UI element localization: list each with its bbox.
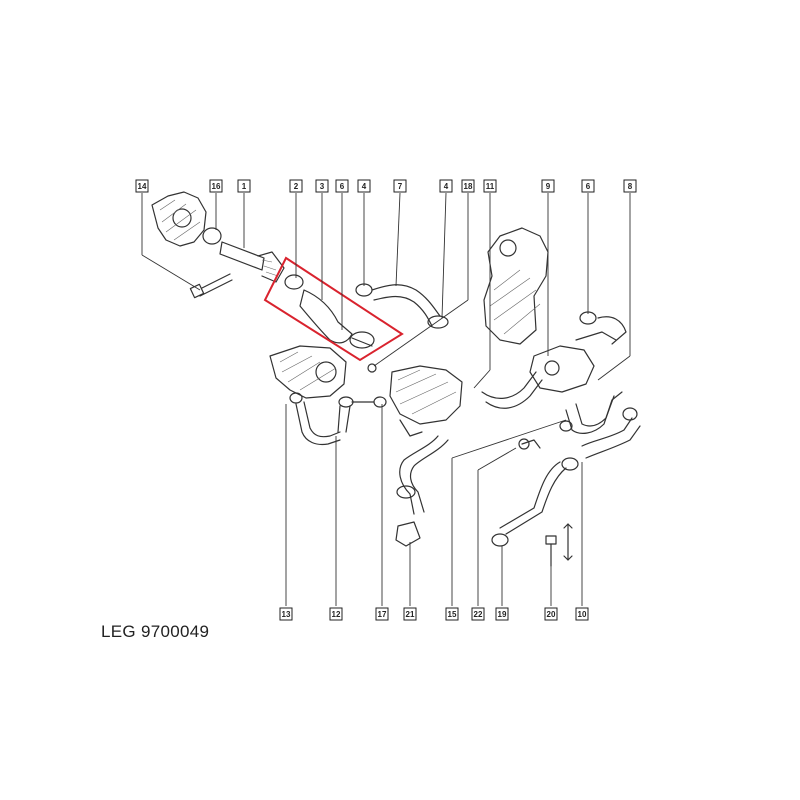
callout-18: 18 <box>461 179 475 193</box>
callout-6: 6 <box>335 179 349 193</box>
metal-pipe <box>219 241 285 283</box>
callout-1: 1 <box>237 179 251 193</box>
callout-7: 7 <box>393 179 407 193</box>
callout-number: 10 <box>578 610 587 619</box>
hose-10 <box>559 391 641 459</box>
hose-21 <box>395 435 449 547</box>
callout-number: 17 <box>378 610 387 619</box>
callout-11: 11 <box>483 179 497 193</box>
right-thermostat-housing <box>529 311 627 393</box>
callout-2: 2 <box>289 179 303 193</box>
callout-number: 6 <box>340 182 345 191</box>
callout-number: 7 <box>398 182 403 191</box>
callout-19: 19 <box>495 607 509 621</box>
callout-16: 16 <box>209 179 223 193</box>
bolt-20 <box>545 523 573 567</box>
callout-number: 18 <box>464 182 473 191</box>
thermostat-housing <box>269 345 377 399</box>
callout-20: 20 <box>544 607 558 621</box>
leader-lines <box>141 192 631 606</box>
callout-10: 10 <box>575 607 589 621</box>
callout-8: 8 <box>623 179 637 193</box>
hose-7 <box>355 283 449 329</box>
highlight-frame <box>263 256 404 362</box>
hose-with-clamps <box>284 274 375 349</box>
callout-number: 20 <box>547 610 556 619</box>
callout-12: 12 <box>329 607 343 621</box>
callout-4: 4 <box>357 179 371 193</box>
bolt <box>189 273 233 299</box>
hose-11 <box>481 371 543 409</box>
callout-6: 6 <box>581 179 595 193</box>
bypass-pipe <box>491 438 579 547</box>
callout-number: 19 <box>498 610 507 619</box>
callout-21: 21 <box>403 607 417 621</box>
reference-number: LEG 9700049 <box>101 622 210 641</box>
callout-22: 22 <box>471 607 485 621</box>
callout-number: 2 <box>294 182 299 191</box>
hose-13 <box>289 392 341 446</box>
callout-number: 4 <box>444 182 449 191</box>
callout-number: 21 <box>406 610 415 619</box>
callout-14: 14 <box>135 179 149 193</box>
water-pump-housing <box>151 191 222 247</box>
callout-number: 3 <box>320 182 325 191</box>
callout-3: 3 <box>315 179 329 193</box>
callout-4: 4 <box>439 179 453 193</box>
callout-9: 9 <box>541 179 555 193</box>
callout-number: 4 <box>362 182 367 191</box>
callout-number: 14 <box>138 182 147 191</box>
callout-13: 13 <box>279 607 293 621</box>
callout-number: 22 <box>474 610 483 619</box>
callout-number: 1 <box>242 182 247 191</box>
callout-number: 15 <box>448 610 457 619</box>
engine-block <box>483 227 549 345</box>
outlet-housing <box>389 365 463 437</box>
callout-number: 6 <box>586 182 591 191</box>
hose-12 <box>337 396 387 433</box>
callout-number: 12 <box>332 610 341 619</box>
callout-15: 15 <box>445 607 459 621</box>
callout-number: 8 <box>628 182 633 191</box>
callout-number: 11 <box>486 182 495 191</box>
callout-number: 16 <box>212 182 221 191</box>
callout-number: 13 <box>282 610 291 619</box>
callout-17: 17 <box>375 607 389 621</box>
callout-number: 9 <box>546 182 551 191</box>
